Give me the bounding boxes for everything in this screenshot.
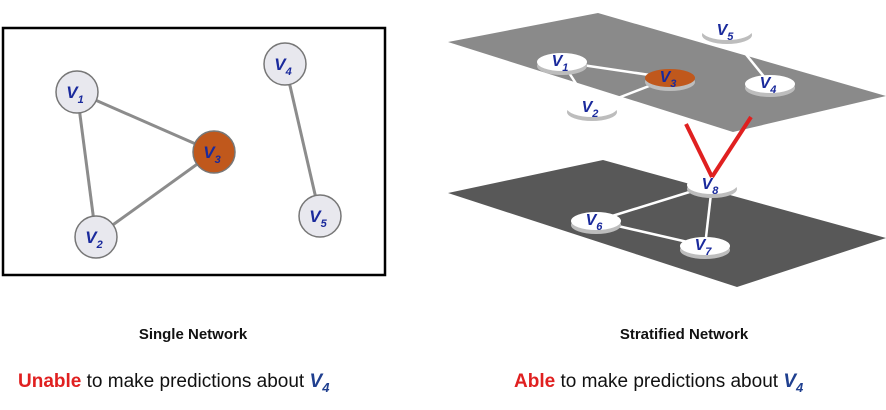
top-node-t5-label: V5 bbox=[717, 22, 735, 43]
bottom-node-b6-disc bbox=[571, 212, 621, 230]
bottom-layer-plane bbox=[448, 160, 886, 287]
top-node-t2-label: V2 bbox=[582, 99, 599, 120]
stratified-network-verdict: Able to make predictions about V4 bbox=[514, 371, 803, 395]
cross-edge-b8-t4 bbox=[710, 115, 753, 179]
top-node-t2-disc bbox=[567, 99, 617, 117]
node-v3-circle bbox=[192, 130, 236, 174]
edge-v1-v3 bbox=[76, 90, 215, 154]
node-v3-label: V3 bbox=[203, 143, 220, 166]
verdict-node-symbol: V4 bbox=[309, 371, 330, 395]
verdict-keyword-able: Able bbox=[514, 371, 556, 392]
verdict-text: to make predictions about bbox=[81, 371, 310, 392]
bottom-node-b7-label: V7 bbox=[695, 237, 713, 258]
node-v1-circle bbox=[55, 70, 99, 114]
top-node-t4-label: V4 bbox=[760, 75, 777, 96]
stratified-network-caption: Stratified Network bbox=[619, 326, 749, 343]
verdict-text: to make predictions about bbox=[555, 371, 784, 392]
top-node-t3-disc bbox=[645, 69, 695, 87]
verdict-keyword-unable: Unable bbox=[18, 371, 82, 392]
node-v4-circle bbox=[263, 42, 307, 86]
top-node-t1-label: V1 bbox=[552, 53, 569, 74]
bottom-node-b6-label: V6 bbox=[586, 212, 604, 233]
cross-edge-b8-t3 bbox=[684, 123, 714, 178]
cross-layer-edges bbox=[684, 115, 753, 179]
verdict-node-symbol: V4 bbox=[783, 371, 804, 395]
node-v1-label: V1 bbox=[66, 83, 83, 106]
bottom-node-b8-disc bbox=[687, 176, 737, 194]
node-v5-circle bbox=[298, 194, 342, 238]
node-v2-circle bbox=[74, 215, 118, 259]
bottom-node-b7-disc bbox=[680, 237, 730, 255]
edge-v1-v2 bbox=[75, 91, 98, 238]
edge-v2-v3 bbox=[95, 150, 215, 239]
top-node-t1-disc bbox=[537, 53, 587, 71]
top-node-t3-label: V3 bbox=[660, 69, 677, 90]
top-node-t4-disc bbox=[745, 75, 795, 93]
single-network-edges bbox=[75, 63, 322, 239]
node-v4-label: V4 bbox=[274, 55, 291, 78]
single-network-caption: Single Network bbox=[138, 326, 248, 343]
top-node-t5-disc bbox=[702, 22, 752, 40]
node-v2-label: V2 bbox=[85, 228, 102, 251]
edge-v4-v5 bbox=[283, 63, 322, 217]
node-v5-label: V5 bbox=[309, 207, 327, 230]
single-network-verdict: Unable to make predictions about V4 bbox=[18, 371, 329, 395]
bottom-node-b8-label: V8 bbox=[702, 176, 720, 197]
